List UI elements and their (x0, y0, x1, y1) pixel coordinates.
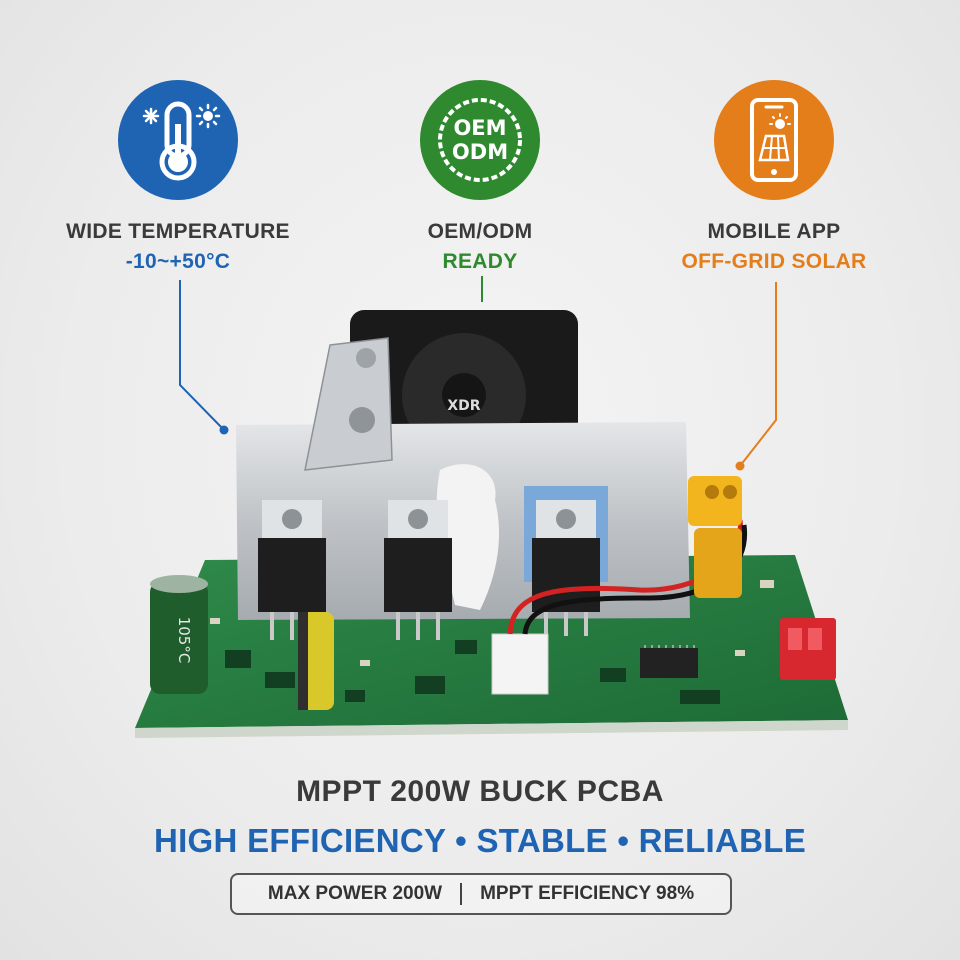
mosfet-transistors (258, 486, 608, 640)
feature-mobile-app: MOBILE APP OFF-GRID SOLAR (624, 80, 924, 274)
oem-odm-badge-icon: OEM ODM (420, 80, 540, 200)
feature-wide-temperature: WIDE TEMPERATURE -10~+50°C (28, 80, 328, 274)
capacitor-label: 105°C (175, 617, 193, 664)
fan-brand-label: XDR (447, 398, 480, 414)
spec-box: MAX POWER 200W MPPT EFFICIENCY 98% (230, 873, 732, 915)
electrolytic-capacitor: 105°C (150, 575, 208, 694)
product-tagline: HIGH EFFICIENCY • STABLE • RELIABLE (153, 822, 807, 859)
feature-title: OEM/ODM (427, 220, 533, 243)
product-title: MPPT 200W BUCK PCBA (296, 775, 664, 808)
feature-title: WIDE TEMPERATURE (66, 220, 290, 243)
feature-subtitle: OFF-GRID SOLAR (681, 250, 867, 273)
xt60-connector (688, 476, 742, 526)
thermal-paste (436, 464, 500, 610)
feature-subtitle: READY (442, 250, 518, 273)
feature-subtitle: -10~+50°C (125, 250, 231, 273)
feature-oem-odm: OEM ODM OEM/ODM READY (330, 80, 630, 274)
phone-solar-icon (714, 80, 834, 200)
thermometer-icon (118, 80, 238, 200)
mounting-bracket (304, 337, 393, 471)
badge-line-oem: OEM (453, 116, 507, 140)
spec-separator (460, 883, 463, 905)
wire-connector (491, 633, 549, 695)
spec-mppt-efficiency: MPPT EFFICIENCY 98% (480, 883, 695, 904)
spec-max-power: MAX POWER 200W (267, 883, 443, 904)
badge-line-odm: ODM (451, 140, 509, 164)
feature-title: MOBILE APP (707, 220, 841, 243)
